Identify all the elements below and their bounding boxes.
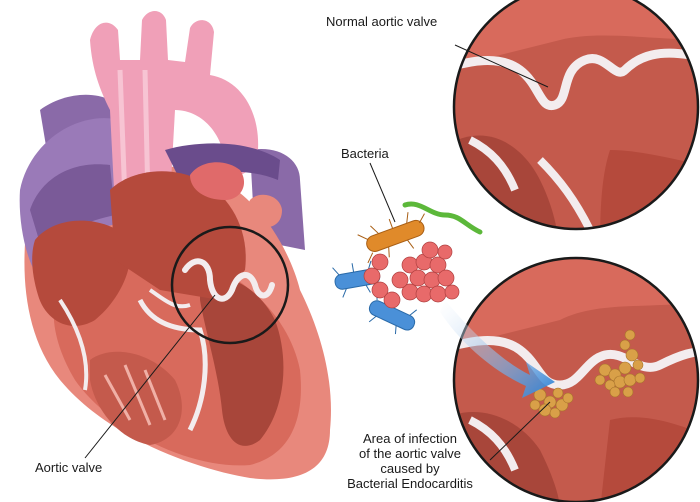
valve-magnifier-ring: [170, 225, 290, 345]
right-ventricle-chamber: [32, 220, 131, 326]
aorta: [90, 11, 259, 210]
normal-valve-leaflet: [454, 48, 695, 111]
heart: [19, 11, 331, 480]
label-aortic-valve: Aortic valve: [35, 460, 103, 475]
label-infection-line3: caused by: [380, 461, 440, 476]
left-ventricle-chamber: [200, 277, 284, 446]
label-bacteria: Bacteria: [341, 146, 389, 161]
label-infection-line2: of the aortic valve: [359, 446, 461, 461]
leader-bacteria: [369, 162, 396, 223]
vegetation-right: [594, 329, 646, 398]
bacteria-cluster: [332, 201, 483, 335]
normal-valve-inset: [454, 0, 698, 229]
papillary-muscles: [90, 351, 182, 445]
bacterium-spiral: [402, 201, 483, 235]
label-infection-line1: Area of infection: [363, 431, 457, 446]
aortic-valve-leaflets: [182, 258, 275, 302]
leader-normal-valve: [454, 44, 549, 88]
septum-outline: [137, 298, 208, 432]
leader-infection: [489, 401, 551, 461]
leader-aortic-valve: [84, 294, 216, 459]
infected-valve-inset-ring: [452, 256, 700, 502]
normal-valve-inset-ring: [452, 0, 700, 231]
infected-valve-leaflet: [454, 336, 698, 390]
infection-arrow: [440, 300, 555, 398]
aortic-root: [110, 171, 246, 300]
label-normal-aortic-valve: Normal aortic valve: [326, 14, 438, 29]
label-infection-line4: Bacterial Endocarditis: [347, 476, 473, 491]
